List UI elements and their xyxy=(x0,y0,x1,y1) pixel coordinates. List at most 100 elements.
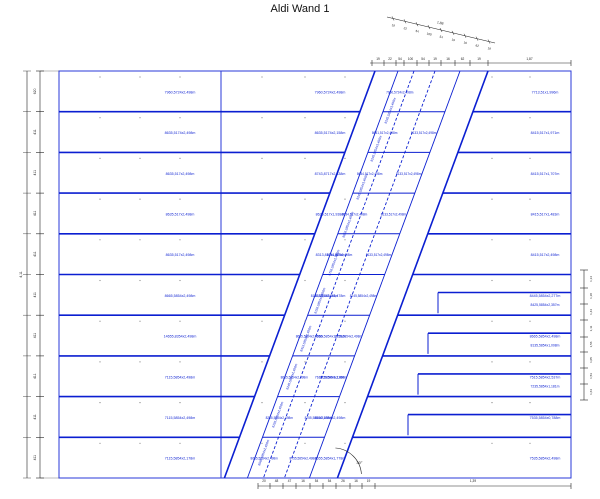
grid-dot xyxy=(99,117,101,119)
dim-bottom: 26 xyxy=(341,479,345,483)
grid-dot xyxy=(179,320,181,322)
grid-dot xyxy=(304,361,306,363)
grid-dot xyxy=(139,198,141,200)
dim-tick xyxy=(451,30,455,36)
grid-dot xyxy=(344,442,346,444)
panel-label-band-right: 8755,5854x2,498m xyxy=(290,457,318,461)
band-rotated-label: 8245,5854x3,498m xyxy=(384,97,397,124)
panel-label-right: 7515,5854x2,537m xyxy=(530,375,561,379)
grid-dot xyxy=(344,361,346,363)
dim-bottom: 1,39 xyxy=(470,479,476,483)
panel-label-left: 7115,5854x2,498m xyxy=(165,375,196,379)
grid-dot xyxy=(179,442,181,444)
panel-label-left: 7960,5724x2,498m xyxy=(165,90,196,94)
panel-label-left: 8665,5854x2,498m xyxy=(165,294,196,298)
grid-dot xyxy=(179,402,181,404)
dim-top: 16 xyxy=(446,57,450,61)
panel-label-mid: 8313,817x1,485m xyxy=(316,253,345,257)
dim-bottom: 20 xyxy=(262,479,266,483)
diagonal-band-edge xyxy=(336,70,489,479)
panel-label-band-left: 8634,517x2,498m xyxy=(357,172,383,176)
grid-dot xyxy=(261,157,263,159)
panel-label-band-right: 8755,5854x2,498m xyxy=(305,416,333,420)
dim-top: 19 xyxy=(477,57,481,61)
dim-left-row: 411 xyxy=(33,129,37,135)
dim-right: 1,14 xyxy=(589,276,593,282)
dim-tick xyxy=(415,22,419,27)
grid-dot xyxy=(139,76,141,78)
grid-dot xyxy=(99,361,101,363)
dim-left-row: 411 xyxy=(33,292,37,298)
grid-dot xyxy=(344,117,346,119)
angle-arc xyxy=(335,447,362,475)
dim-bottom: 54 xyxy=(328,479,332,483)
grid-dot xyxy=(99,442,101,444)
dim-tick xyxy=(487,39,491,44)
drawing-title: Aldi Wand 1 xyxy=(270,3,330,15)
grid-dot xyxy=(344,76,346,78)
grid-dot xyxy=(99,157,101,159)
dim-angle-seg: 62 xyxy=(475,43,479,48)
grid-dot xyxy=(344,157,346,159)
dim-angle-seg: 100 xyxy=(426,32,432,37)
dim-bottom: 19 xyxy=(367,479,371,483)
grid-dot xyxy=(99,76,101,78)
grid-dot xyxy=(261,320,263,322)
panel-label-right: 8415,517x1,483m xyxy=(531,212,560,216)
dim-top: 54 xyxy=(421,57,425,61)
dim-tick xyxy=(475,36,479,41)
panel-label-mid: 8743,8717x2,338m xyxy=(315,172,346,176)
dim-bottom: 47 xyxy=(288,479,292,483)
grid-dot xyxy=(99,239,101,241)
grid-dot xyxy=(261,76,263,78)
dim-left-total: 4,11 xyxy=(19,271,23,277)
grid-dot xyxy=(139,320,141,322)
grid-dot xyxy=(529,320,531,322)
grid-dot xyxy=(139,361,141,363)
panel-label-band-right: 8755,5854x2,498m xyxy=(335,335,363,339)
dim-angle-total: 1,88 xyxy=(437,20,444,25)
dim-right: 1,18 xyxy=(589,293,593,299)
dim-tick xyxy=(391,16,395,21)
dim-right: 1,53 xyxy=(589,373,593,379)
panel-label-left: 14655,8354x2,498m xyxy=(164,335,197,339)
grid-dot xyxy=(261,239,263,241)
panel-label-mid: 8625,517x1,938m xyxy=(316,212,345,216)
grid-dot xyxy=(491,239,493,241)
grid-dot xyxy=(99,402,101,404)
dim-left-row: 411 xyxy=(33,414,37,420)
panel-label-left: 7115,5854x2,498m xyxy=(165,416,196,420)
panel-label-band-right: 8133,517x2,498m xyxy=(366,253,392,257)
dim-tick xyxy=(403,19,407,24)
grid-dot xyxy=(99,320,101,322)
dim-right: 1,05 xyxy=(589,357,593,363)
panel-label-left: 8635,517x2,498m xyxy=(166,212,195,216)
grid-dot xyxy=(261,442,263,444)
panel-label-right-2: 7235,5854x1,181m xyxy=(530,384,559,388)
diagonal-band-edge xyxy=(262,70,415,479)
panel-label-mid: 8655,5854x1,258m xyxy=(315,335,346,339)
grid-dot xyxy=(179,361,181,363)
panel-label-band-left: 8655,5854x2,498m xyxy=(296,335,324,339)
dim-left-row: 411 xyxy=(33,211,37,217)
grid-dot xyxy=(304,402,306,404)
panel-label-left: 8635,5174x2,498m xyxy=(165,131,196,135)
grid-dot xyxy=(304,198,306,200)
panel-label-right: 8415,517x2,498m xyxy=(531,253,560,257)
panel-label-band-right: 8133,517x2,498m xyxy=(396,172,422,176)
panel-label-band-right: 8755,5854x2,498m xyxy=(320,375,348,379)
panel-label-right: 8415,517x1,707m xyxy=(531,172,560,176)
grid-dot xyxy=(529,402,531,404)
grid-dot xyxy=(139,279,141,282)
dim-top: 22 xyxy=(388,57,392,61)
angle-label: 30° xyxy=(356,460,362,465)
panel-label-left: 8635,517x2,498m xyxy=(166,253,195,257)
panel-label-left: 7115,5854x2,178m xyxy=(165,457,196,461)
panel-label-band-left: 8255,5854x2,498m xyxy=(266,416,294,420)
panel-label-mid: 7615,5854x1,118m xyxy=(315,375,346,379)
grid-dot xyxy=(529,361,531,363)
grid-dot xyxy=(179,239,181,241)
panel-label-right: 7535,5854x2,498m xyxy=(530,457,561,461)
grid-dot xyxy=(491,117,493,119)
grid-dot xyxy=(491,442,493,444)
